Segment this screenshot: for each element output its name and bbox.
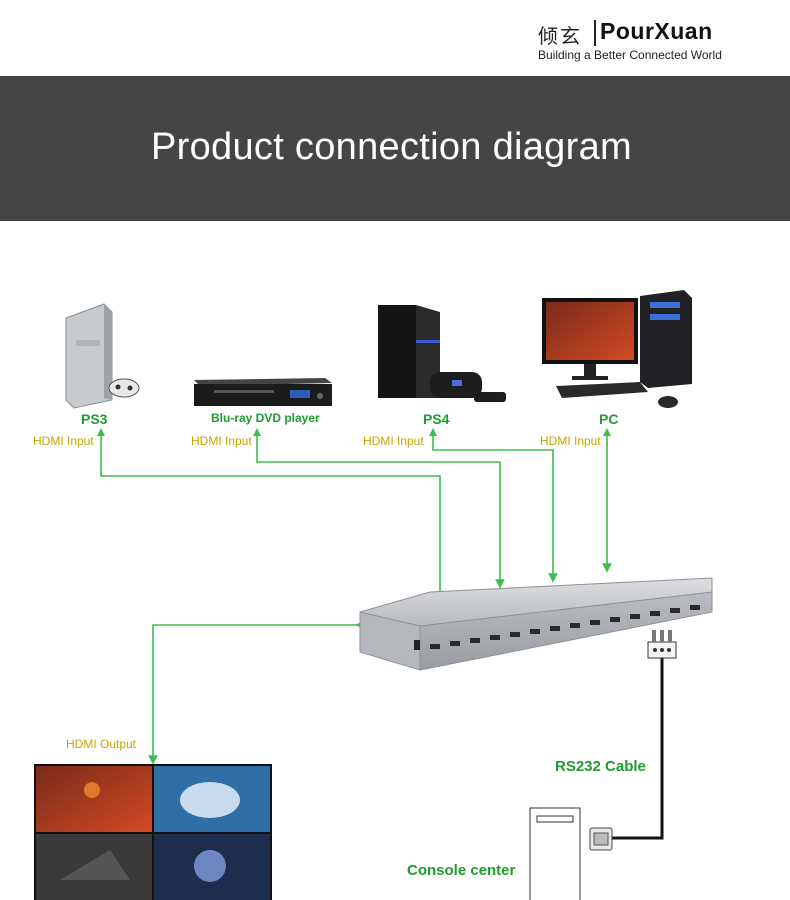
rs232-cable-label: RS232 Cable [555, 758, 646, 775]
label-bluray: Blu-ray DVD player [211, 411, 320, 425]
db9-connector-image [589, 827, 613, 851]
pc-device-image [542, 290, 692, 408]
label-pc: PC [599, 411, 619, 427]
console-center-computer-image [529, 807, 581, 900]
logo-tagline: Building a Better Connected World [538, 48, 722, 62]
page-title: Product connection diagram [151, 126, 632, 168]
title-banner: Product connection diagram [0, 76, 790, 221]
hdmi-input-label-ps3: HDMI Input [33, 434, 94, 448]
label-ps3: PS3 [81, 411, 108, 427]
bluray-device-image [194, 378, 332, 406]
rs232-cable [612, 658, 664, 840]
hdmi-input-label-ps4: HDMI Input [363, 434, 424, 448]
rs232-connector-image [647, 630, 677, 659]
logo-chinese: 倾玄 [538, 24, 582, 48]
brand-logo: 倾玄 PourXuan Building a Better Connected … [536, 18, 766, 64]
logo-brand: PourXuan [600, 18, 713, 44]
matrix-switcher-image [359, 577, 713, 671]
logo-divider [594, 20, 596, 46]
video-wall-image [34, 764, 272, 900]
hdmi-output-label: HDMI Output [66, 737, 137, 751]
hdmi-input-label-bluray: HDMI Input [191, 434, 252, 448]
output-connection-line [148, 620, 365, 765]
input-connection-lines [97, 428, 612, 605]
hdmi-input-label-pc: HDMI Input [540, 434, 601, 448]
ps3-device-image [65, 303, 140, 409]
console-center-label: Console center [407, 862, 516, 879]
ps4-device-image [378, 305, 506, 402]
label-ps4: PS4 [423, 411, 450, 427]
